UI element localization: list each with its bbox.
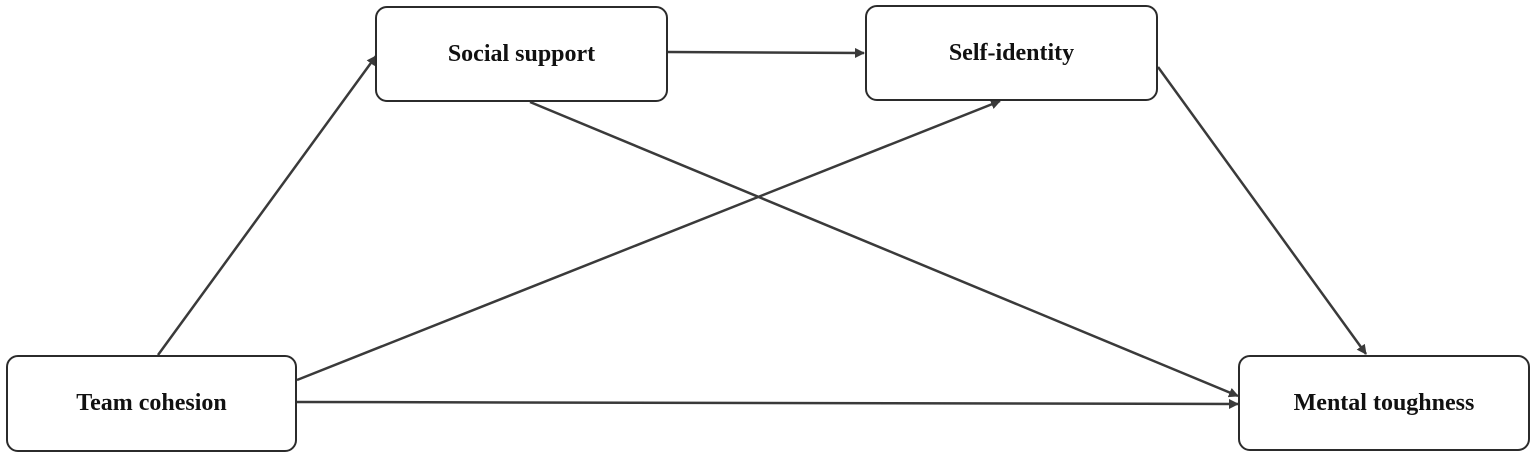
- node-mental-toughness: Mental toughness: [1238, 355, 1530, 451]
- node-social-support-label: Social support: [447, 40, 596, 67]
- arrow-team-cohesion-to-mental-toughness: [296, 398, 1239, 409]
- node-social-support: Social support: [375, 6, 668, 102]
- arrow-social-support-to-self-identity: [667, 47, 865, 58]
- node-team-cohesion-label: Team cohesion: [76, 390, 227, 416]
- arrow-team-cohesion-to-social-support: [156, 55, 378, 356]
- arrow-social-support-to-mental-toughness: [529, 100, 1239, 398]
- arrow-team-cohesion-to-self-identity: [296, 99, 1001, 382]
- arrow-self-identity-to-mental-toughness: [1156, 66, 1368, 355]
- node-self-identity-label: Self-identity: [948, 39, 1075, 66]
- node-mental-toughness-label: Mental toughness: [1293, 389, 1475, 416]
- node-team-cohesion: Team cohesion: [6, 355, 297, 452]
- node-self-identity: Self-identity: [865, 5, 1158, 101]
